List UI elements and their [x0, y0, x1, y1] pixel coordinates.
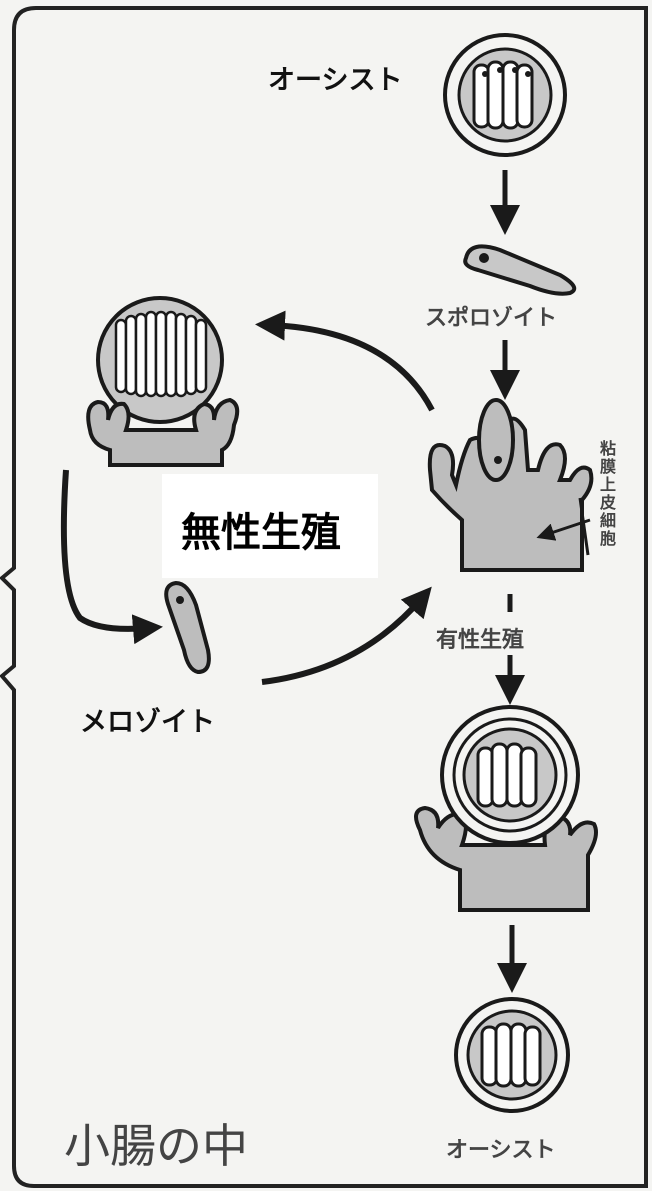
- asexual-label: 無性生殖: [181, 510, 341, 556]
- frame-border: [0, 6, 648, 1188]
- epithelium-invaded-icon: [427, 398, 594, 572]
- sporozoite-icon: [463, 244, 577, 296]
- merozoite-label: メロゾイト: [80, 707, 215, 738]
- sexual-label: 有性生殖: [436, 628, 525, 653]
- schizont-icon: [86, 296, 240, 467]
- oocyst-bottom-label: オーシスト: [446, 1138, 556, 1163]
- location-label: 小腸の中: [64, 1119, 248, 1173]
- oocyst-top-label: オーシスト: [268, 65, 403, 96]
- arrow-cell-to-schizont: [255, 310, 435, 412]
- sporozoite-label: スポロゾイト: [425, 306, 558, 331]
- oocyst-bottom-icon: [454, 997, 570, 1113]
- oocyst-top-icon: [443, 33, 567, 157]
- arrow-schizont-to-merozoite: [60, 469, 163, 645]
- epithelial-cell-label: 粘膜上皮細胞: [597, 440, 616, 548]
- merozoite-icon: [164, 580, 211, 675]
- asexual-label-box: [162, 474, 378, 578]
- arrow-merozoite-to-cell: [261, 586, 432, 685]
- oocyst-forming-icon: [414, 705, 598, 912]
